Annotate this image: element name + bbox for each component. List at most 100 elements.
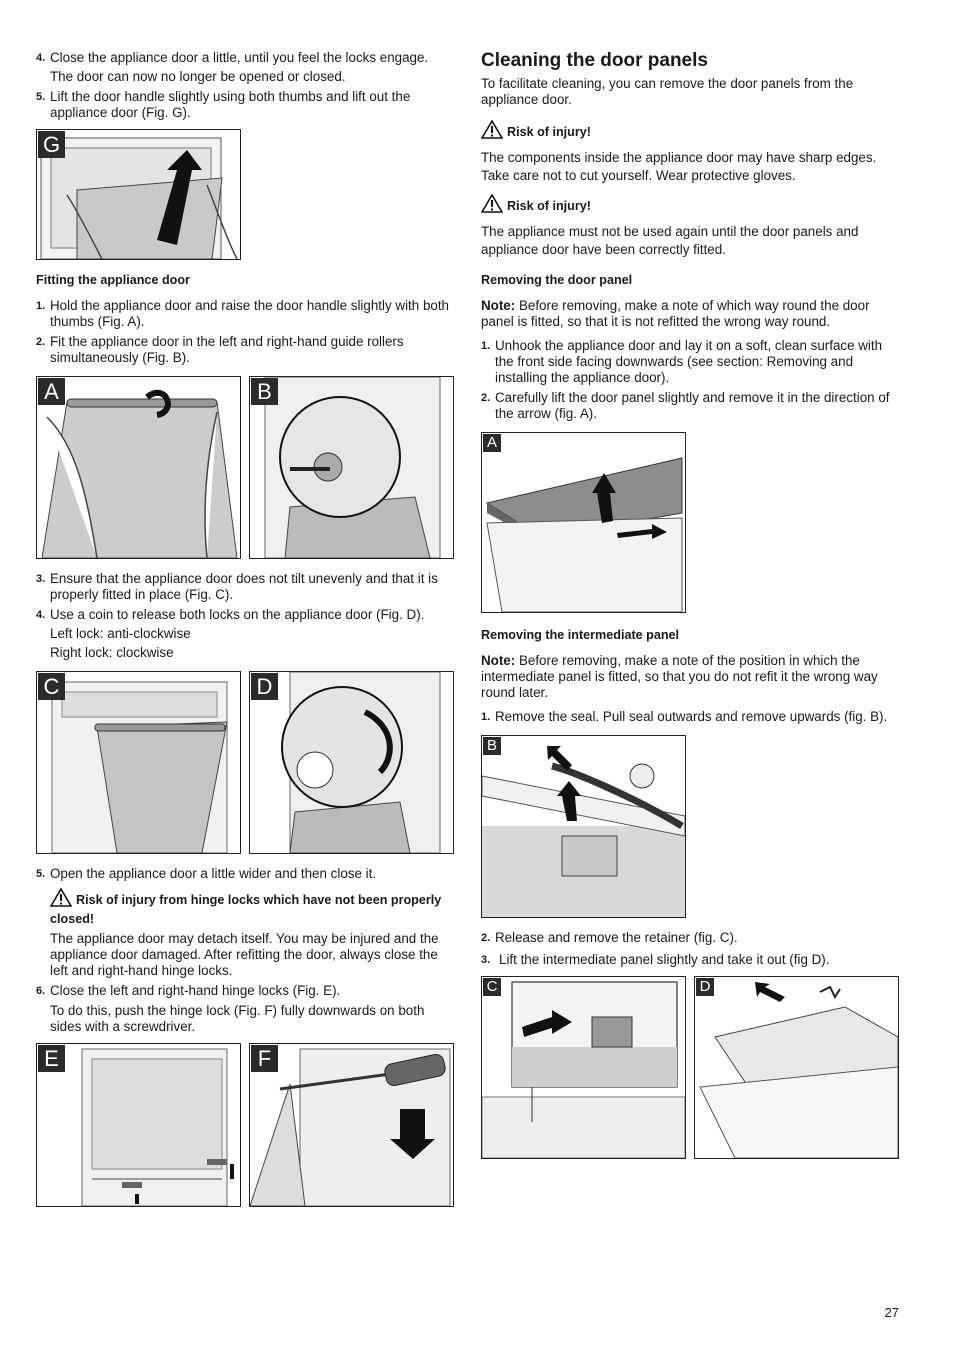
fit-step-6: 6. Close the left and right-hand hinge l… xyxy=(36,983,456,1035)
remove-step-2: 2. Carefully lift the door panel slightl… xyxy=(481,390,901,422)
intermediate-step-3: 3. Lift the intermediate panel slightly … xyxy=(481,952,901,968)
note-text: Before removing, make a note of which wa… xyxy=(481,298,870,329)
figure-a: A xyxy=(36,376,241,559)
step-text: Use a coin to release both locks on the … xyxy=(50,607,425,622)
figure-d: D xyxy=(249,671,454,854)
figure-label: C xyxy=(38,673,65,700)
figure-e: E xyxy=(36,1043,241,1207)
warning-title: Risk of injury! xyxy=(507,125,591,139)
step-number: 1. xyxy=(481,711,491,723)
figure-label: D xyxy=(696,978,714,996)
step-number: 4. xyxy=(36,609,46,621)
step-text: Hold the appliance door and raise the do… xyxy=(50,298,450,329)
step-number: 2. xyxy=(481,392,491,404)
section-heading: Removing the door panel xyxy=(481,273,633,287)
figure-b-right: B xyxy=(481,735,686,918)
note-label: Note: xyxy=(481,298,516,313)
step-subtext: Right lock: clockwise xyxy=(50,645,174,660)
right-column: Cleaning the door panels To facilitate c… xyxy=(480,50,901,1171)
fit-step-4: 4. Use a coin to release both locks on t… xyxy=(36,607,456,661)
figure-label: G xyxy=(38,131,65,158)
hinge-warning: Risk of injury from hinge locks which ha… xyxy=(36,887,456,979)
step-number: 5. xyxy=(36,91,46,103)
warning-text: The appliance must not be used again unt… xyxy=(481,224,859,257)
section-heading: Removing the intermediate panel xyxy=(481,628,680,642)
step-number: 3. xyxy=(36,573,46,585)
step-text: Lift the intermediate panel slightly and… xyxy=(499,952,830,967)
seal-removal-illustration xyxy=(482,746,685,917)
figure-label: A xyxy=(38,378,65,405)
step-text: Fit the appliance door in the left and r… xyxy=(50,334,404,365)
figure-label: F xyxy=(251,1045,278,1072)
fit-step-1: 1. Hold the appliance door and raise the… xyxy=(36,298,456,330)
figure-a-right: A xyxy=(481,432,686,613)
figure-g: G xyxy=(36,129,241,260)
left-column: 4. Close the appliance door a little, un… xyxy=(36,50,456,1219)
note-label: Note: xyxy=(481,653,516,668)
warning-2: Risk of injury! xyxy=(480,193,901,217)
step-number: 2. xyxy=(481,932,491,944)
step-text: Remove the seal. Pull seal outwards and … xyxy=(495,709,888,724)
step-text: Ensure that the appliance door does not … xyxy=(50,571,438,602)
intermediate-step-2: 2. Release and remove the retainer (fig.… xyxy=(481,930,901,946)
warning-text: The components inside the appliance door… xyxy=(481,150,877,183)
figure-label: A xyxy=(483,434,501,452)
page-number: 27 xyxy=(884,1305,899,1320)
step-subtext: Left lock: anti-clockwise xyxy=(50,626,191,641)
step-text: Open the appliance door a little wider a… xyxy=(50,866,377,881)
retainer-removal-illustration xyxy=(482,981,685,1158)
warning-triangle-icon xyxy=(480,119,504,143)
warning-triangle-icon xyxy=(49,887,73,911)
step-number: 1. xyxy=(36,300,46,312)
figure-c-right: C xyxy=(481,976,686,1159)
door-panel-removal-illustration xyxy=(485,457,683,612)
step-number: 5. xyxy=(36,868,46,880)
step-text: Close the left and right-hand hinge lock… xyxy=(50,983,341,998)
fit-step-3: 3. Ensure that the appliance door does n… xyxy=(36,571,456,603)
figure-label: C xyxy=(483,978,501,996)
door-fitted-illustration xyxy=(51,681,228,853)
section-heading: Fitting the appliance door xyxy=(36,273,190,287)
note-text: Before removing, make a note of the posi… xyxy=(481,653,878,700)
warning-text: The appliance door may detach itself. Yo… xyxy=(50,931,439,978)
hinge-locks-illustration xyxy=(81,1048,234,1206)
note-1: Note: Before removing, make a note of wh… xyxy=(481,298,901,330)
figure-f: F xyxy=(249,1043,454,1207)
step-subtext: The door can now no longer be opened or … xyxy=(50,69,346,84)
note-2: Note: Before removing, make a note of th… xyxy=(481,653,901,701)
page-title: Cleaning the door panels xyxy=(481,50,708,71)
step-text: Close the appliance door a little, until… xyxy=(50,50,429,65)
figure-d-right: D xyxy=(694,976,899,1159)
door-lift-illustration xyxy=(40,137,238,259)
fit-step-2: 2. Fit the appliance door in the left an… xyxy=(36,334,456,366)
step-number: 3. xyxy=(481,954,491,966)
warning-title: Risk of injury from hinge locks which ha… xyxy=(50,893,442,926)
warning-title: Risk of injury! xyxy=(507,199,591,213)
step-number: 1. xyxy=(481,340,491,352)
coin-lock-illustration xyxy=(281,672,441,853)
intermediate-step-1: 1. Remove the seal. Pull seal outwards a… xyxy=(481,709,901,725)
step-5: 5. Lift the door handle slightly using b… xyxy=(36,89,456,121)
figure-label: D xyxy=(251,673,278,700)
step-number: 2. xyxy=(36,336,46,348)
door-raise-illustration xyxy=(41,389,238,558)
step-number: 4. xyxy=(36,52,46,64)
figure-label: E xyxy=(38,1045,65,1072)
screwdriver-illustration xyxy=(250,1048,451,1206)
warning-1: Risk of injury! xyxy=(480,119,901,143)
step-text: Lift the door handle slightly using both… xyxy=(50,89,411,120)
warning-triangle-icon xyxy=(480,193,504,217)
figure-label: B xyxy=(251,378,278,405)
guide-rollers-illustration xyxy=(264,377,441,558)
step-4: 4. Close the appliance door a little, un… xyxy=(36,50,456,85)
step-text: Unhook the appliance door and lay it on … xyxy=(495,338,883,385)
figure-b: B xyxy=(249,376,454,559)
intermediate-panel-removal-illustration xyxy=(699,982,898,1158)
step-number: 6. xyxy=(36,985,46,997)
step-text: Carefully lift the door panel slightly a… xyxy=(495,390,890,421)
remove-step-1: 1. Unhook the appliance door and lay it … xyxy=(481,338,901,386)
figure-c: C xyxy=(36,671,241,854)
step-subtext: To do this, push the hinge lock (Fig. F)… xyxy=(50,1003,425,1034)
fit-step-5: 5. Open the appliance door a little wide… xyxy=(36,866,456,882)
figure-label: B xyxy=(483,737,501,755)
